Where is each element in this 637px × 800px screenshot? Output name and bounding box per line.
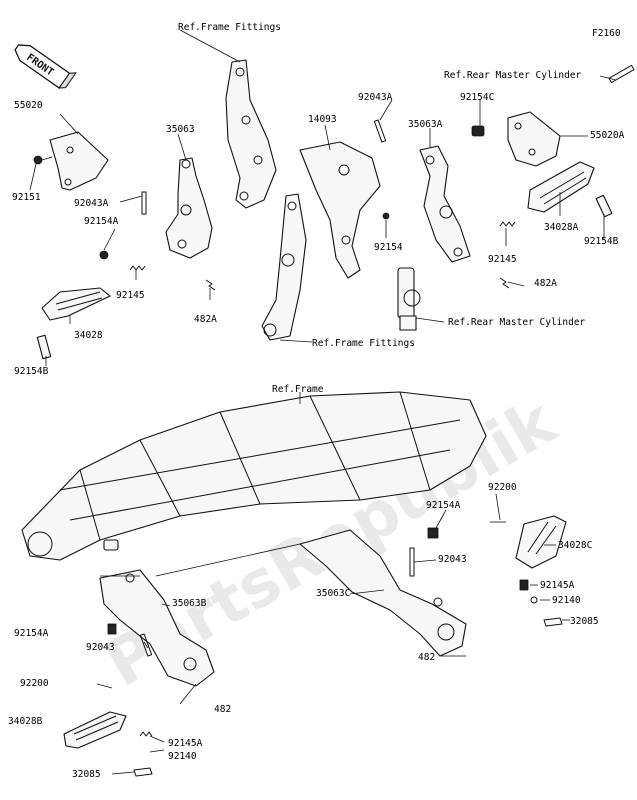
heel-guard-55020a xyxy=(507,111,561,167)
footrest-bracket-35063 xyxy=(165,157,213,259)
footpeg-34028c xyxy=(515,515,567,569)
label-482-bl: 482 xyxy=(214,704,231,715)
label-35063a: 35063A xyxy=(408,119,443,130)
bracket-35063c xyxy=(299,529,467,657)
pin-92043a-mid xyxy=(373,119,387,143)
label-92200-bl: 92200 xyxy=(20,678,49,689)
bolt-ref-rear-master xyxy=(608,64,635,84)
label-92151: 92151 xyxy=(12,192,41,203)
label-34028: 34028 xyxy=(74,330,103,341)
label-32085-br: 32085 xyxy=(570,616,599,627)
label-32085-bl: 32085 xyxy=(72,769,101,780)
part-labels: Ref.Frame Fittings Ref.Rear Master Cylin… xyxy=(8,22,625,780)
ref-frame-fittings-top: Ref.Frame Fittings xyxy=(178,22,281,33)
leader-lines xyxy=(29,29,617,775)
pin-92154b-right xyxy=(595,194,613,218)
spring-92145a-br xyxy=(519,579,529,591)
label-482a-left: 482A xyxy=(194,314,217,325)
label-92140-br: 92140 xyxy=(552,595,581,606)
ref-frame-fittings-mid: Ref.Frame Fittings xyxy=(312,338,415,349)
bolt-92154a-left xyxy=(99,250,109,260)
label-92154a-bl: 92154A xyxy=(14,628,49,639)
label-92145-right: 92145 xyxy=(488,254,517,265)
label-34028c: 34028C xyxy=(558,540,592,551)
label-14093: 14093 xyxy=(308,114,337,125)
frame-fitting-lower xyxy=(261,193,307,341)
main-frame xyxy=(21,391,487,561)
label-55020a: 55020A xyxy=(590,130,625,141)
washer-92140-br xyxy=(530,596,538,604)
bracket-35063a xyxy=(419,145,471,263)
front-arrow-icon: FRONT xyxy=(14,44,77,89)
collar-bottom-left xyxy=(103,539,119,551)
pin-92043-bl xyxy=(139,633,153,657)
bolt-92154a-bl xyxy=(107,623,117,635)
ref-frame: Ref.Frame xyxy=(272,384,324,395)
diagram-code: F2160 xyxy=(592,28,621,39)
pin-482a-right xyxy=(499,277,510,289)
ref-rear-master-cylinder-top: Ref.Rear Master Cylinder xyxy=(444,70,582,81)
label-92043a-mid: 92043A xyxy=(358,92,393,103)
bracket-35063b xyxy=(99,569,215,687)
label-92154c: 92154C xyxy=(460,92,494,103)
footpeg-34028 xyxy=(41,287,111,321)
spring-92145-left xyxy=(129,265,146,271)
pin-32085-bl xyxy=(133,767,153,777)
pin-92043-br xyxy=(409,547,415,577)
label-92154-mid: 92154 xyxy=(374,242,403,253)
label-482-br: 482 xyxy=(418,652,435,663)
label-92043-br: 92043 xyxy=(438,554,467,565)
label-92154a-left: 92154A xyxy=(84,216,119,227)
label-92140-bl: 92140 xyxy=(168,751,197,762)
label-55020: 55020 xyxy=(14,100,43,111)
label-34028b: 34028B xyxy=(8,716,43,727)
footpeg-34028a xyxy=(527,161,595,213)
label-92043-bl: 92043 xyxy=(86,642,115,653)
label-92043a: 92043A xyxy=(74,198,109,209)
bolt-92151 xyxy=(33,155,53,165)
bolt-92154-mid xyxy=(382,212,390,220)
label-92145a-br: 92145A xyxy=(540,580,575,591)
pin-482a-left xyxy=(205,279,216,291)
label-92200-br: 92200 xyxy=(488,482,517,493)
frame-fitting-upper xyxy=(225,59,277,209)
spring-92145-right xyxy=(499,221,516,227)
spring-92145a-bl xyxy=(139,731,153,737)
label-35063: 35063 xyxy=(166,124,195,135)
pin-32085-br xyxy=(543,617,563,627)
pin-92043a xyxy=(141,191,147,215)
label-35063b: 35063B xyxy=(172,598,207,609)
label-482a-right: 482A xyxy=(534,278,557,289)
pin-92154b-left xyxy=(36,334,52,360)
label-92154b-right: 92154B xyxy=(584,236,619,247)
footpeg-34028b xyxy=(63,711,127,749)
label-92154b-left: 92154B xyxy=(14,366,49,377)
rear-master-cylinder xyxy=(397,267,421,331)
bolt-92154c xyxy=(471,125,485,137)
bolt-92154a-br xyxy=(427,527,439,539)
label-92145a-bl: 92145A xyxy=(168,738,203,749)
heel-guard-55020 xyxy=(49,131,109,191)
label-92145-left: 92145 xyxy=(116,290,145,301)
label-35063c: 35063C xyxy=(316,588,350,599)
label-34028a: 34028A xyxy=(544,222,579,233)
label-92154a-br: 92154A xyxy=(426,500,461,511)
bracket-14093 xyxy=(299,141,381,279)
ref-rear-master-cylinder-mid: Ref.Rear Master Cylinder xyxy=(448,317,586,328)
